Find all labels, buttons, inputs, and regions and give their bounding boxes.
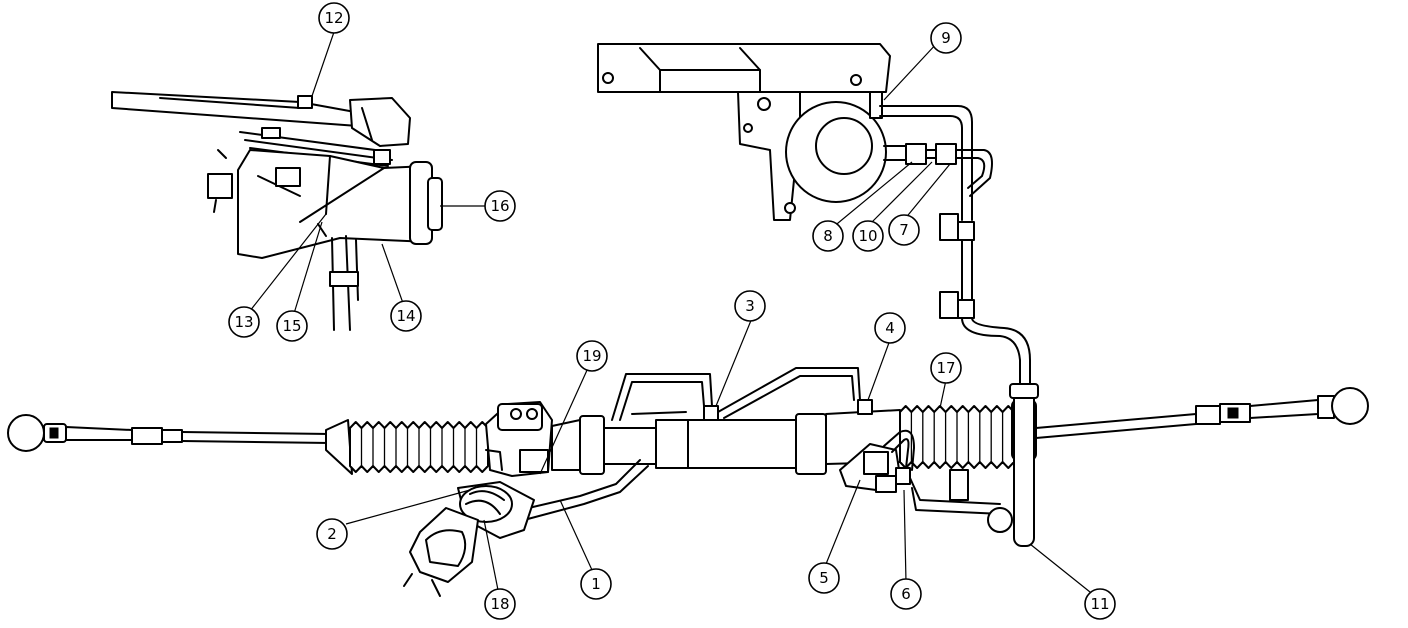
svg-text:13: 13 bbox=[234, 313, 253, 331]
pump-assembly bbox=[597, 43, 993, 221]
callout-11: 11 bbox=[1084, 588, 1116, 620]
callout-19: 19 bbox=[576, 340, 608, 372]
callout-3: 3 bbox=[734, 290, 766, 322]
svg-text:7: 7 bbox=[899, 221, 909, 239]
svg-text:18: 18 bbox=[490, 595, 509, 613]
leader-lines bbox=[245, 31, 1091, 593]
callout-16: 16 bbox=[484, 190, 516, 222]
svg-text:16: 16 bbox=[490, 197, 509, 215]
callout-18: 18 bbox=[484, 588, 516, 620]
callout-5: 5 bbox=[808, 562, 840, 594]
left-bellows-boot bbox=[349, 421, 489, 473]
svg-text:14: 14 bbox=[396, 307, 415, 325]
svg-text:3: 3 bbox=[745, 297, 755, 315]
callout-4: 4 bbox=[874, 312, 906, 344]
svg-text:17: 17 bbox=[936, 359, 955, 377]
svg-text:12: 12 bbox=[324, 9, 343, 27]
svg-text:6: 6 bbox=[901, 585, 911, 603]
svg-text:4: 4 bbox=[885, 319, 895, 337]
callout-14: 14 bbox=[390, 300, 422, 332]
callout-15: 15 bbox=[276, 310, 308, 342]
steering-rack bbox=[7, 367, 1369, 477]
callouts: 12 9 16 8 10 7 13 15 14 3 4 19 17 2 1 18… bbox=[228, 2, 1116, 620]
svg-text:1: 1 bbox=[591, 575, 601, 593]
svg-text:9: 9 bbox=[941, 29, 951, 47]
svg-text:8: 8 bbox=[823, 227, 833, 245]
right-bellows-boot bbox=[899, 405, 1015, 469]
svg-text:15: 15 bbox=[282, 317, 301, 335]
callout-10: 10 bbox=[852, 220, 884, 252]
pressure-lines bbox=[939, 213, 1031, 393]
callout-9: 9 bbox=[930, 22, 962, 54]
callout-1: 1 bbox=[580, 568, 612, 600]
svg-text:2: 2 bbox=[327, 525, 337, 543]
svg-text:19: 19 bbox=[582, 347, 601, 365]
callout-2: 2 bbox=[316, 518, 348, 550]
pinion-coupling bbox=[403, 481, 535, 597]
svg-text:10: 10 bbox=[858, 227, 877, 245]
callout-12: 12 bbox=[318, 2, 350, 34]
callout-7: 7 bbox=[888, 214, 920, 246]
svg-text:5: 5 bbox=[819, 569, 829, 587]
reservoir-assembly bbox=[111, 91, 443, 331]
valve-and-lines bbox=[499, 383, 1039, 547]
svg-text:11: 11 bbox=[1090, 595, 1109, 613]
callout-8: 8 bbox=[812, 220, 844, 252]
callout-13: 13 bbox=[228, 306, 260, 338]
callout-17: 17 bbox=[930, 352, 962, 384]
callout-6: 6 bbox=[890, 578, 922, 610]
